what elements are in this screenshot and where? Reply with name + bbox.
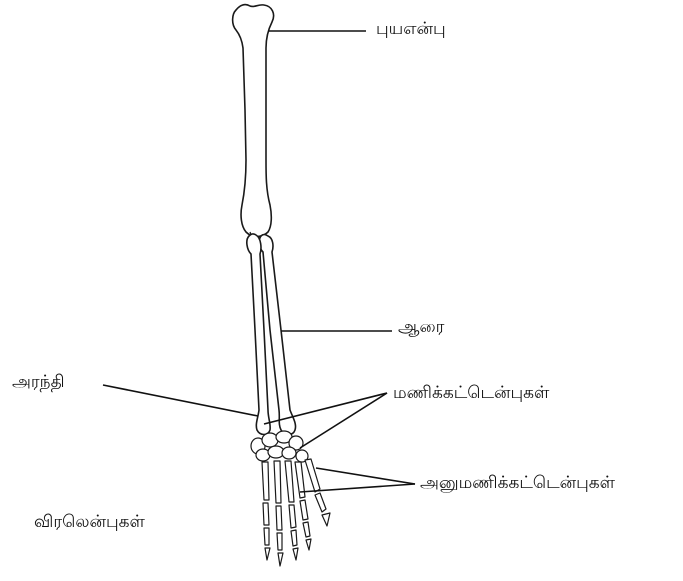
carpals-label: மணிக்கட்டென்புகள் — [393, 383, 549, 403]
metacarpals-label: அனுமணிக்கட்டென்புகள் — [420, 473, 615, 493]
phalange-bones — [263, 493, 330, 566]
radius-label: ஆரை — [398, 317, 444, 337]
leader-ulna — [103, 385, 258, 416]
leader-metacarpals-a — [316, 468, 415, 484]
leader-carpals-b — [300, 393, 387, 448]
carpal-bones — [251, 431, 308, 462]
metacarpal-bones — [262, 459, 320, 503]
ulna-label: அரந்தி — [12, 372, 65, 392]
phalanges-label: விரலென்புகள் — [34, 512, 145, 532]
humerus-label: புயஎன்பு — [376, 19, 446, 39]
humerus-bone — [233, 5, 274, 239]
